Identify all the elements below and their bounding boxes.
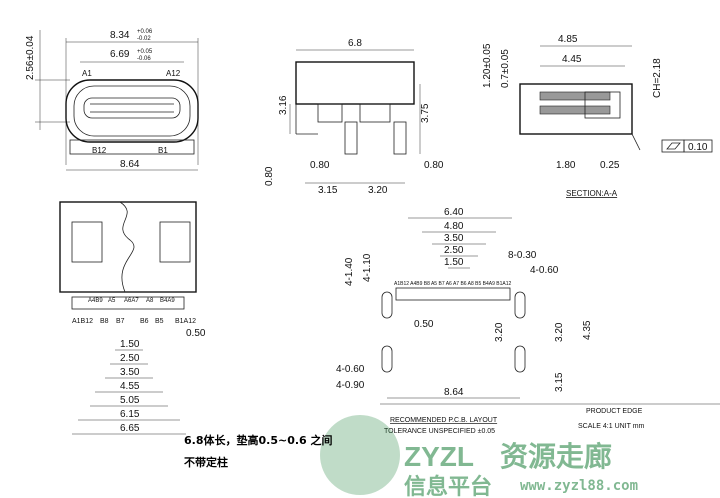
dim-overall-width: 8.64 (120, 159, 140, 170)
pin-label: A5 (108, 298, 116, 304)
dim-label: 3.50 (120, 367, 140, 378)
pin-label: A1 (82, 69, 92, 78)
dim-pitch2: 3.20 (368, 185, 388, 196)
dim-pitch1: 3.15 (318, 185, 338, 196)
product-edge-label: PRODUCT EDGE (586, 408, 643, 415)
tol-plus: +0.05 (137, 49, 153, 55)
dim-v1: 1.20±0.05 (482, 43, 493, 88)
dim-v2: 3.20 (554, 322, 565, 342)
pin-label: B8 (100, 318, 109, 325)
pin-label: B1 (158, 146, 168, 155)
pad-labels: A1B12 A4B9 B8 A5 B7 A6 A7 B6 A8 B5 B4A9 … (394, 281, 512, 287)
dim-b2: 0.25 (600, 160, 620, 171)
dim-edge-dist: 3.15 (554, 372, 565, 392)
dim-d2: 4.45 (562, 54, 582, 65)
pin-label: A12 (166, 69, 181, 78)
watermark-sub: 信息平台 (404, 474, 492, 498)
dim-label: 1.50 (120, 339, 140, 350)
dim-v3: 4.35 (582, 320, 593, 340)
dim-left-v1: 4-1.40 (344, 257, 355, 286)
dim-slot-width: 4-0.60 (530, 265, 559, 276)
scale-note: SCALE 4:1 UNIT mm (578, 423, 645, 430)
watermark-url: www.zyzl88.com (520, 478, 638, 494)
dim-v1: 3.20 (494, 322, 505, 342)
bottom-view: A4B9 A5 A6A7 A8 B4A9 A1B12 B8 B7 B6 B5 B… (59, 201, 206, 435)
dim-left-v2: 4-1.10 (362, 253, 373, 282)
pcb-title: RECOMMENDED P.C.B. LAYOUT (390, 417, 498, 424)
pin-label: A6A7 (124, 298, 139, 304)
pin-label: B1A12 (175, 318, 196, 325)
watermark: ZYZL 资源走廊 信息平台 www.zyzl88.com (320, 415, 638, 498)
dim-pitch: 0.50 (414, 319, 434, 330)
dim-b1: 1.80 (556, 160, 576, 171)
dim-pitch: 0.50 (186, 328, 206, 339)
pin-label: B5 (155, 318, 164, 325)
dim-foot-left: 0.80 (310, 160, 330, 171)
dim-h1: 3.16 (278, 95, 289, 115)
tol-minus: -0.06 (137, 56, 151, 62)
dim-label: 4.55 (120, 381, 140, 392)
tol-minus: -0.02 (137, 36, 151, 42)
dim-foot-vertical: 0.80 (264, 166, 275, 186)
dim-pad-width: 8-0.30 (508, 250, 537, 261)
pin-label: B7 (116, 318, 125, 325)
dim-width-outer: 8.34 (110, 30, 130, 41)
dim-label: 2.50 (444, 245, 464, 256)
dim-d1: 4.85 (558, 34, 578, 45)
caption-line2: 不带定柱 (184, 456, 228, 469)
dim-width: 8.64 (444, 387, 464, 398)
pin-label: B12 (92, 146, 107, 155)
dim-label: 5.05 (120, 395, 140, 406)
tolerance-note: TOLERANCE UNSPECIFIED ±0.05 (384, 428, 495, 435)
dim-height: 2.56±0.04 (25, 35, 36, 80)
dim-label: 6.40 (444, 207, 464, 218)
caption-line1: 6.8体长，垫高0.5~0.6 之间 (184, 434, 333, 447)
front-view: 8.34 +0.06 -0.02 6.69 +0.05 -0.06 2.56±0… (25, 29, 199, 171)
section-title: SECTION:A-A (566, 189, 618, 198)
dim-label: 3.50 (444, 233, 464, 244)
pin-label: A8 (146, 298, 154, 304)
side-view: 6.8 3.16 3.75 0.80 0.80 0.80 3.15 3.20 (264, 38, 444, 196)
dim-label: 6.65 (120, 423, 140, 434)
flatness-value: 0.10 (688, 142, 708, 153)
section-view: 4.85 4.45 1.20±0.05 0.7±0.05 CH=2.18 1.8… (482, 34, 713, 198)
dim-label: 6.15 (120, 409, 140, 420)
dim-hole1: 4-0.60 (336, 364, 365, 375)
watermark-name: 资源走廊 (500, 440, 612, 473)
dim-foot-right: 0.80 (424, 160, 444, 171)
dim-label: 1.50 (444, 257, 464, 268)
pcb-layout: 6.40 4.80 3.50 2.50 1.50 8-0.30 4-0.60 4… (336, 207, 720, 435)
dim-label: 4.80 (444, 221, 464, 232)
dim-width-inner: 6.69 (110, 49, 130, 60)
dim-v2: 0.7±0.05 (500, 49, 511, 88)
pin-label: B6 (140, 318, 149, 325)
dim-ch: CH=2.18 (652, 58, 663, 98)
pin-label: A1B12 (72, 318, 93, 325)
tol-plus: +0.06 (137, 29, 153, 35)
dim-h2: 3.75 (420, 103, 431, 123)
dim-label: 2.50 (120, 353, 140, 364)
pin-label: B4A9 (160, 298, 175, 304)
watermark-logo-icon (320, 415, 400, 495)
dim-length: 6.8 (348, 38, 362, 49)
pin-label: A4B9 (88, 298, 103, 304)
dim-hole2: 4-0.90 (336, 380, 365, 391)
watermark-logo-text: ZYZL (404, 441, 474, 472)
